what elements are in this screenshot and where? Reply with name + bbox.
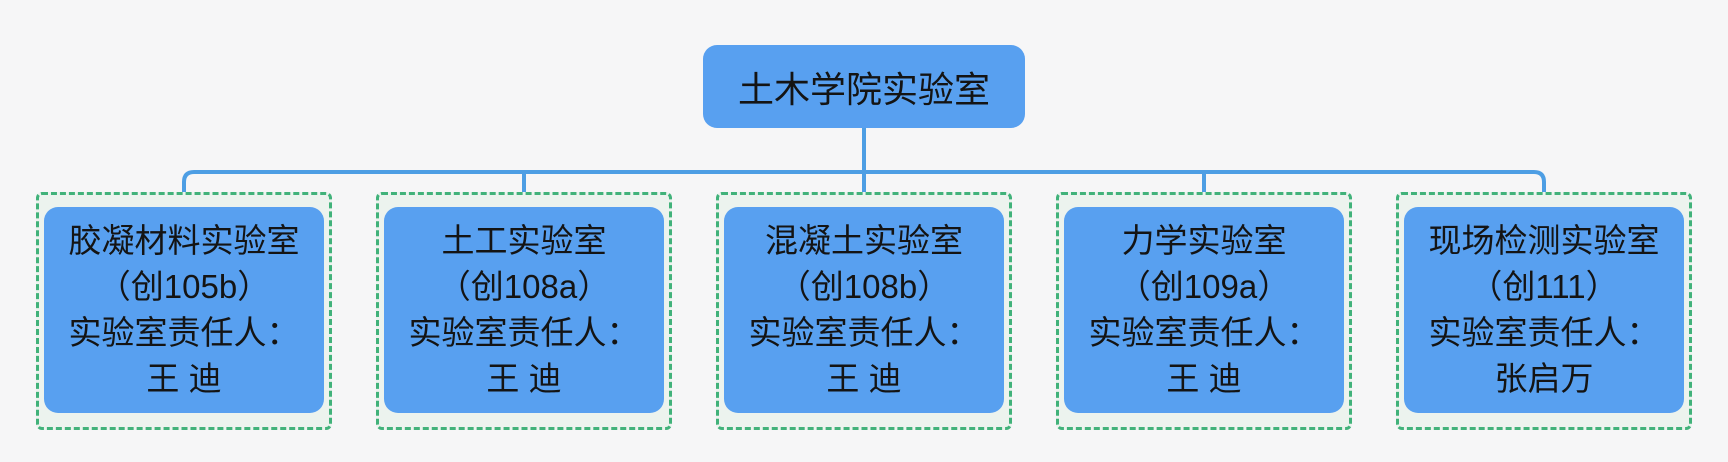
lab-room: （创111） xyxy=(1469,268,1619,305)
lab-name: 混凝土实验室 xyxy=(765,222,963,259)
lab-responsible-name: 王 迪 xyxy=(826,360,902,397)
lab-room: （创108b） xyxy=(777,268,951,305)
lab-responsible-label: 实验室责任人： xyxy=(408,314,640,351)
lab-name: 胶凝材料实验室 xyxy=(68,222,300,259)
lab-node-2[interactable]: 土工实验室 （创108a） 实验室责任人： 王 迪 xyxy=(384,207,664,413)
lab-name: 力学实验室 xyxy=(1121,222,1287,259)
lab-responsible-label: 实验室责任人： xyxy=(1088,314,1320,351)
lab-name: 土工实验室 xyxy=(441,222,607,259)
lab-responsible-name: 张启万 xyxy=(1494,360,1594,397)
lab-responsible-label: 实验室责任人： xyxy=(1428,314,1660,351)
lab-responsible-name: 王 迪 xyxy=(1166,360,1242,397)
lab-node-3[interactable]: 混凝土实验室 （创108b） 实验室责任人： 王 迪 xyxy=(724,207,1004,413)
lab-node-1[interactable]: 胶凝材料实验室 （创105b） 实验室责任人： 王 迪 xyxy=(44,207,324,413)
lab-node-selection-5[interactable]: 现场检测实验室 （创111） 实验室责任人： 张启万 xyxy=(1396,192,1692,430)
root-node[interactable]: 土木学院实验室 xyxy=(703,45,1025,128)
lab-node-selection-4[interactable]: 力学实验室 （创109a） 实验室责任人： 王 迪 xyxy=(1056,192,1352,430)
lab-room: （创105b） xyxy=(97,268,271,305)
lab-responsible-name: 王 迪 xyxy=(486,360,562,397)
lab-responsible-name: 王 迪 xyxy=(146,360,222,397)
lab-name: 现场检测实验室 xyxy=(1428,222,1660,259)
root-node-label: 土木学院实验室 xyxy=(737,68,990,110)
lab-node-5[interactable]: 现场检测实验室 （创111） 实验室责任人： 张启万 xyxy=(1404,207,1684,413)
lab-node-selection-1[interactable]: 胶凝材料实验室 （创105b） 实验室责任人： 王 迪 xyxy=(36,192,332,430)
lab-room: （创108a） xyxy=(437,268,611,305)
lab-responsible-label: 实验室责任人： xyxy=(748,314,980,351)
lab-node-selection-3[interactable]: 混凝土实验室 （创108b） 实验室责任人： 王 迪 xyxy=(716,192,1012,430)
lab-responsible-label: 实验室责任人： xyxy=(68,314,300,351)
lab-node-4[interactable]: 力学实验室 （创109a） 实验室责任人： 王 迪 xyxy=(1064,207,1344,413)
lab-node-selection-2[interactable]: 土工实验室 （创108a） 实验室责任人： 王 迪 xyxy=(376,192,672,430)
lab-room: （创109a） xyxy=(1117,268,1291,305)
